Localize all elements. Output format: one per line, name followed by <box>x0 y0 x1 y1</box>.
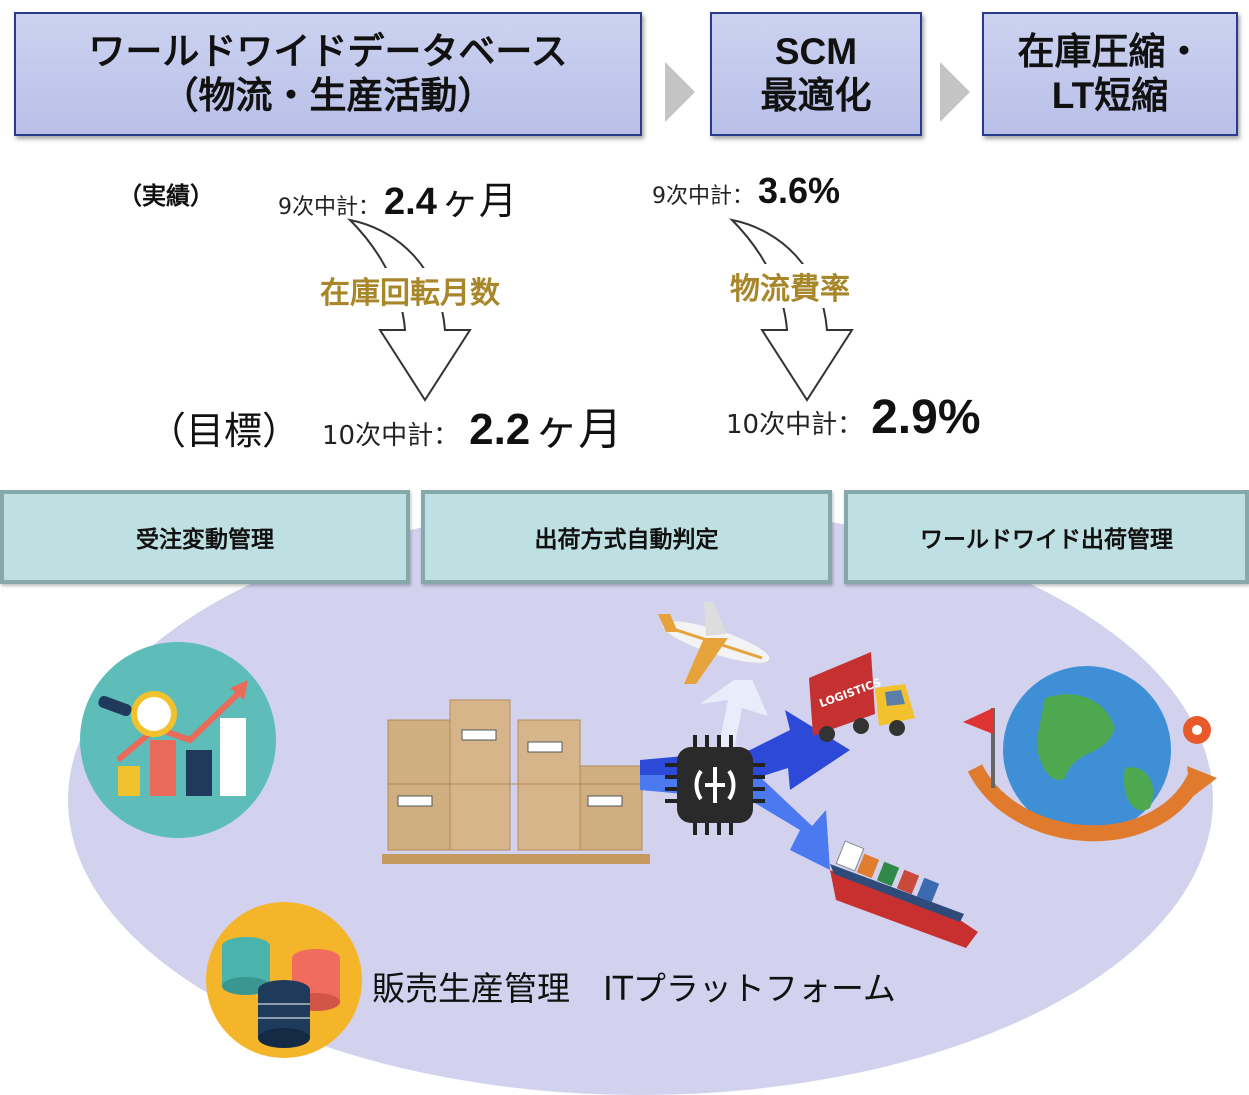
logistics-target: 10次中計： 2.9% <box>726 390 981 445</box>
logistics-down-arrow-icon <box>728 218 854 402</box>
actual-label: （実績） <box>118 182 214 210</box>
worldwide-shipping-box: ワールドワイド出荷管理 <box>844 490 1249 584</box>
target-label: （目標） <box>148 409 301 453</box>
logistics-target-value: 2.9% <box>871 391 981 444</box>
cardboard-boxes-icon <box>382 699 650 864</box>
chart-magnifier-icon <box>80 642 276 838</box>
worldwide-database-title: ワールドワイドデータベース <box>88 29 568 73</box>
inventory-actual-value: 2.4 <box>384 181 437 223</box>
inventory-actual-unit: ヶ月 <box>440 179 517 223</box>
logistics-actual-plan: 9次中計： <box>652 184 754 209</box>
chevron-right-icon <box>665 62 695 122</box>
globe-icon <box>963 666 1217 842</box>
scm-optimization-box: SCM 最適化 <box>710 12 922 136</box>
database-icon <box>206 902 362 1058</box>
inventory-reduction-line1: 在庫圧縮・ <box>1017 29 1203 73</box>
inventory-target: 10次中計： 2.2 ヶ月 <box>322 393 622 457</box>
ai-chip-brain-icon <box>665 735 765 835</box>
inventory-target-plan: 10次中計： <box>322 421 460 451</box>
inventory-reduction-line2: LT短縮 <box>1051 75 1169 116</box>
inventory-actual: 9次中計： 2.4 ヶ月 <box>278 170 517 225</box>
worldwide-database-subtitle: （物流・生産活動） <box>161 74 495 117</box>
inventory-target-unit: ヶ月 <box>534 404 623 455</box>
logistics-actual-value: 3.6% <box>758 170 841 211</box>
logistics-target-plan: 10次中計： <box>726 410 864 440</box>
chevron-right-icon <box>940 62 970 122</box>
logistics-actual: 9次中計： 3.6% <box>652 170 840 212</box>
scm-optimization-line1: SCM <box>774 30 858 72</box>
truck-icon: LOGISTICS <box>809 652 915 742</box>
platform-label: 販売生産管理 ITプラットフォーム <box>372 969 896 1008</box>
shipping-method-box: 出荷方式自動判定 <box>421 490 832 584</box>
order-fluctuation-box: 受注変動管理 <box>0 490 410 584</box>
airplane-icon <box>658 602 770 684</box>
inventory-turnover-label: 在庫回転月数 <box>318 268 502 312</box>
logistics-cost-label: 物流費率 <box>728 264 852 308</box>
scm-optimization-line2: 最適化 <box>760 74 872 117</box>
cargo-ship-icon <box>830 840 978 948</box>
inventory-actual-plan: 9次中計： <box>278 195 380 220</box>
inventory-reduction-box: 在庫圧縮・ LT短縮 <box>982 12 1238 136</box>
worldwide-database-box: ワールドワイドデータベース （物流・生産活動） <box>14 12 642 136</box>
inventory-target-value: 2.2 <box>469 405 531 454</box>
